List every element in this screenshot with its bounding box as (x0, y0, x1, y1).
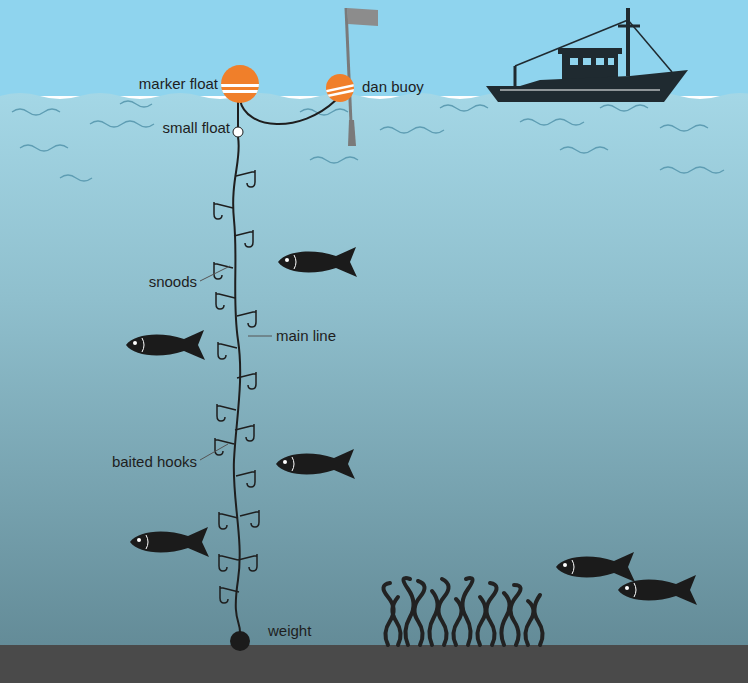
wheelhouse-roof (558, 48, 622, 54)
buoy-stripes (320, 83, 361, 99)
mast (626, 8, 630, 76)
rigging (515, 20, 628, 66)
wave (12, 109, 60, 115)
seaweed-frond (414, 581, 424, 645)
fish (130, 527, 209, 557)
wave (520, 119, 584, 125)
leader-line (200, 444, 228, 460)
leader-line (248, 336, 272, 337)
seaweed-frond (438, 579, 448, 645)
snood-hook (219, 554, 238, 571)
hull-stripe (500, 89, 660, 90)
float-rope (240, 100, 336, 124)
snood-hook (238, 554, 257, 571)
stripe (320, 83, 360, 94)
snood-hook (218, 342, 237, 359)
float-stripes (218, 84, 262, 93)
seaweed-frond (534, 595, 542, 645)
snood-hook (220, 586, 239, 603)
fish (618, 575, 697, 605)
seaweed-frond (510, 585, 520, 645)
snood-hook (234, 230, 253, 247)
wave (20, 145, 68, 151)
seaweed-frond (486, 583, 496, 645)
wave-lines (12, 101, 724, 181)
part-label: small float (162, 119, 230, 137)
seaweed-frond (477, 597, 485, 645)
fishing-boat (486, 8, 688, 102)
dan-buoy-symbol (320, 8, 378, 146)
sea-bed (0, 645, 748, 683)
part-label: weight (268, 622, 311, 640)
snood-hook (214, 262, 233, 279)
seaweed-frond (429, 591, 437, 645)
wave (120, 101, 152, 107)
wave (600, 105, 648, 111)
snood-hook (217, 404, 236, 421)
part-label: baited hooks (112, 453, 197, 471)
snood-hook (216, 292, 235, 309)
hull (486, 70, 688, 102)
snood-hook (237, 372, 256, 389)
wave (560, 147, 608, 153)
rigging (628, 20, 672, 72)
snoods (214, 170, 259, 603)
part-label: main line (276, 327, 336, 345)
seaweed-frond (392, 597, 400, 645)
snood-hook (219, 512, 238, 529)
part-label: snoods (149, 273, 197, 291)
snood-hook (214, 202, 233, 219)
window (596, 58, 604, 65)
wheelhouse (562, 52, 618, 80)
stripe (218, 90, 262, 93)
seaweed (383, 578, 542, 645)
stripe (218, 84, 262, 87)
stripe (321, 88, 361, 99)
fish (278, 247, 357, 277)
wave (90, 121, 154, 127)
buoy-ballast (348, 120, 356, 146)
snood-hook (236, 170, 255, 187)
fish (556, 552, 635, 582)
wave (60, 175, 92, 181)
buoy-flag (347, 8, 378, 26)
weight-symbol (230, 631, 250, 651)
small-float (233, 127, 243, 137)
seaweed-frond (403, 578, 413, 645)
main-line (233, 137, 240, 632)
leader-lines (200, 266, 272, 460)
wave (660, 125, 708, 131)
snood-hook (235, 424, 254, 441)
window (583, 58, 591, 65)
seaweed-frond (462, 578, 472, 645)
window (570, 58, 578, 65)
part-label: marker float (139, 75, 218, 93)
seaweed-frond (453, 599, 461, 645)
part-label: dan buoy (362, 78, 424, 96)
mast-yard (618, 25, 640, 28)
snood-hook (237, 310, 256, 327)
window (608, 58, 614, 65)
seaweed-frond (525, 601, 533, 645)
leader-line (200, 266, 230, 281)
fish (126, 330, 205, 360)
snood-hook (240, 510, 259, 527)
fish (276, 449, 355, 479)
wave (440, 105, 488, 111)
sea (0, 93, 748, 683)
wave (310, 157, 358, 163)
crane (514, 66, 517, 88)
seaweed-frond (501, 593, 509, 645)
snood-hook (236, 470, 255, 487)
float-line (237, 100, 239, 128)
marker-float-symbol (218, 65, 262, 103)
wave (660, 167, 724, 173)
wave (380, 127, 444, 133)
